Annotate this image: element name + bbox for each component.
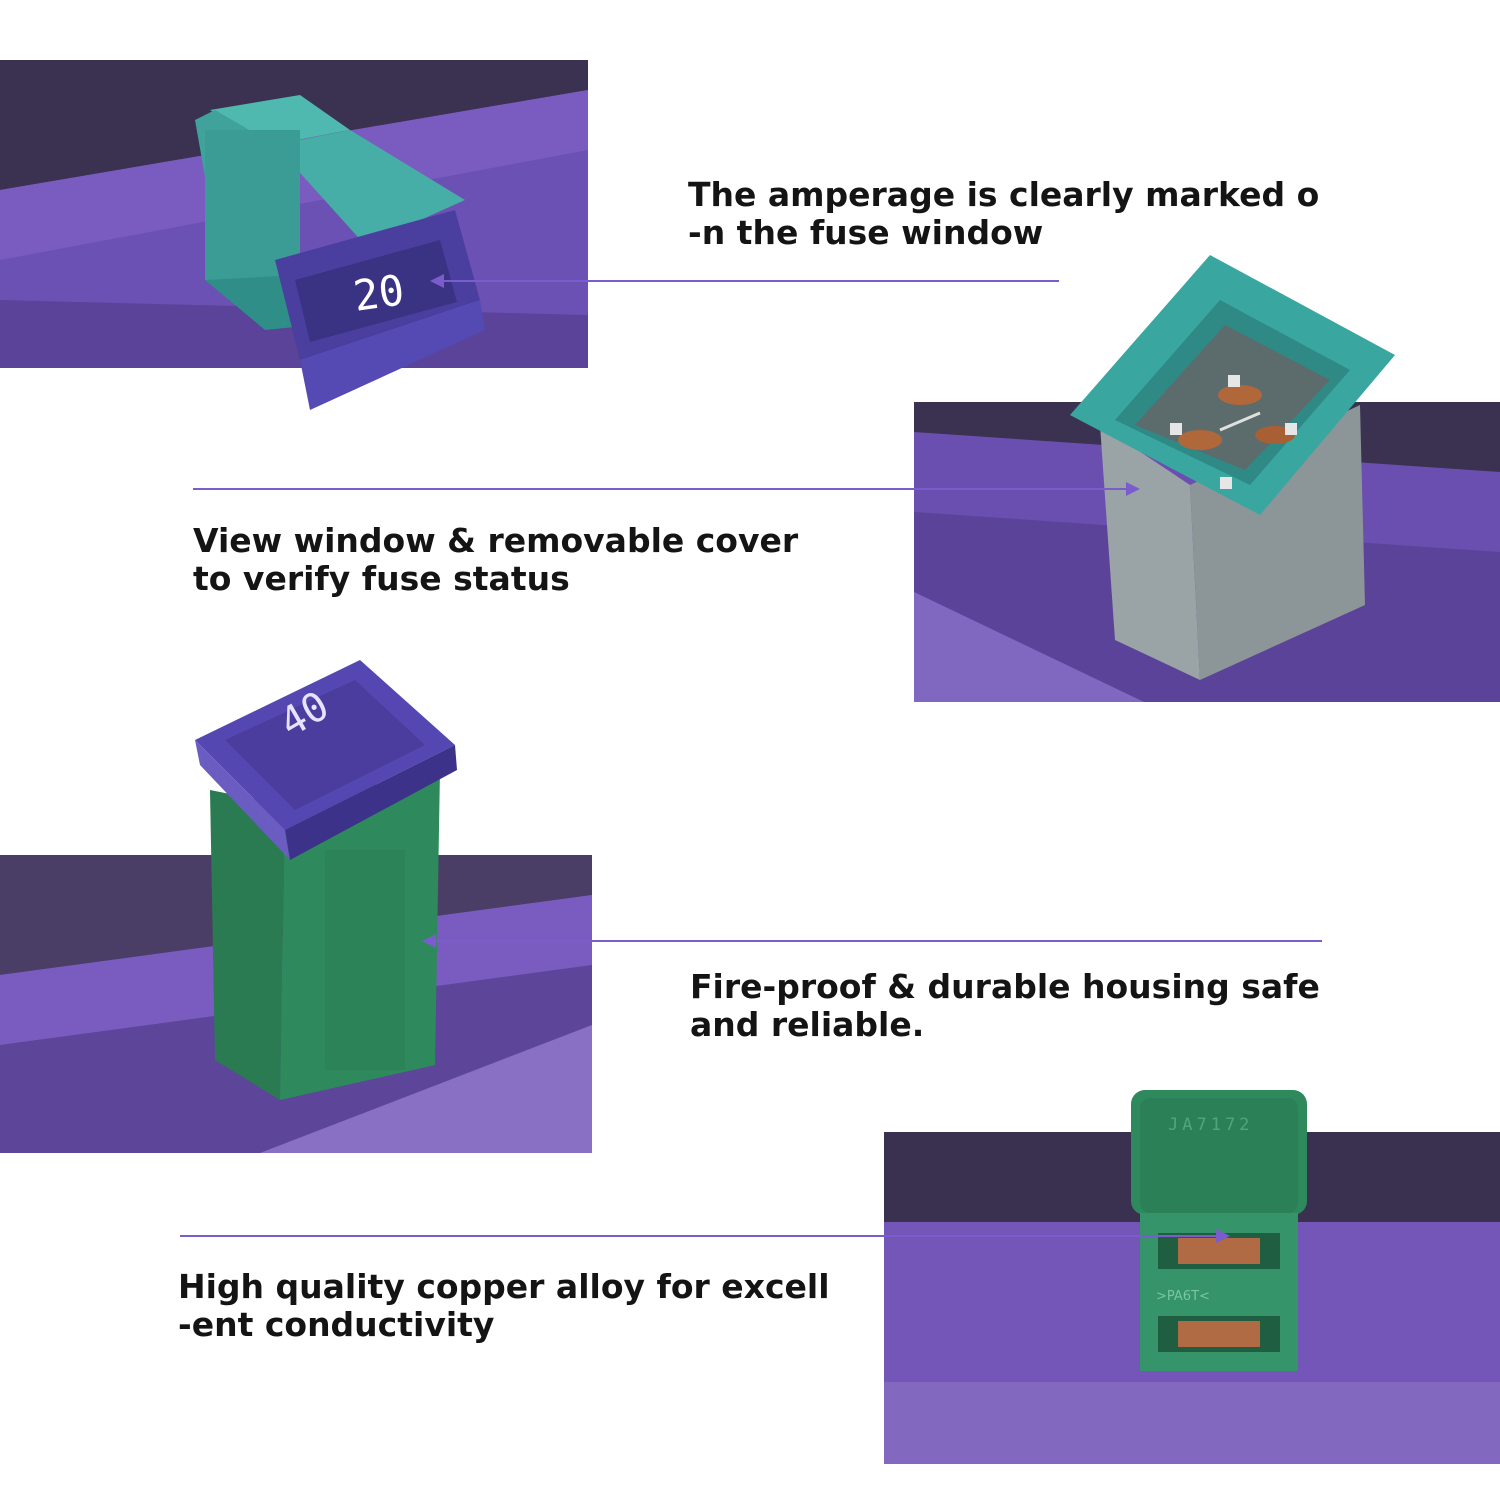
pointer-arrowhead — [1126, 482, 1140, 496]
pointer-line-amperage — [442, 280, 1059, 282]
caption-line: Fire-proof & durable housing safe — [690, 967, 1320, 1006]
pointer-arrowhead — [430, 274, 444, 288]
caption-line: High quality copper alloy for excell — [178, 1267, 830, 1306]
caption-line: The amperage is clearly marked o — [688, 175, 1320, 214]
pointer-line-copper — [180, 1235, 1218, 1237]
fuse-open-illustration — [1070, 255, 1395, 680]
caption-line: -ent conductivity — [178, 1305, 495, 1344]
feature-caption-view-window: View window & removable cover to verify … — [193, 522, 798, 598]
fuse-rating-text: 20 — [350, 265, 407, 321]
fuse-20a-illustration: 20 — [195, 95, 485, 410]
caption-line: to verify fuse status — [193, 559, 570, 598]
fuse-material-mark-text: >PA6T< — [1156, 1289, 1210, 1304]
fuse-terminal-illustration: JA7172 >PA6T< — [1131, 1090, 1307, 1371]
fuse-40a-illustration: 40 — [195, 660, 457, 1100]
feature-caption-amperage: The amperage is clearly marked o -n the … — [688, 176, 1319, 252]
fuse-part-number-text: JA7172 — [1168, 1115, 1253, 1135]
feature-caption-copper: High quality copper alloy for excell -en… — [178, 1268, 830, 1344]
pointer-line-housing — [434, 940, 1322, 942]
feature-caption-housing: Fire-proof & durable housing safe and re… — [690, 968, 1320, 1044]
pointer-line-view-window — [193, 488, 1128, 490]
caption-line: and reliable. — [690, 1005, 925, 1044]
caption-line: View window & removable cover — [193, 521, 799, 560]
pointer-arrowhead — [1216, 1229, 1230, 1243]
caption-line: -n the fuse window — [688, 213, 1044, 252]
pointer-arrowhead — [422, 934, 436, 948]
